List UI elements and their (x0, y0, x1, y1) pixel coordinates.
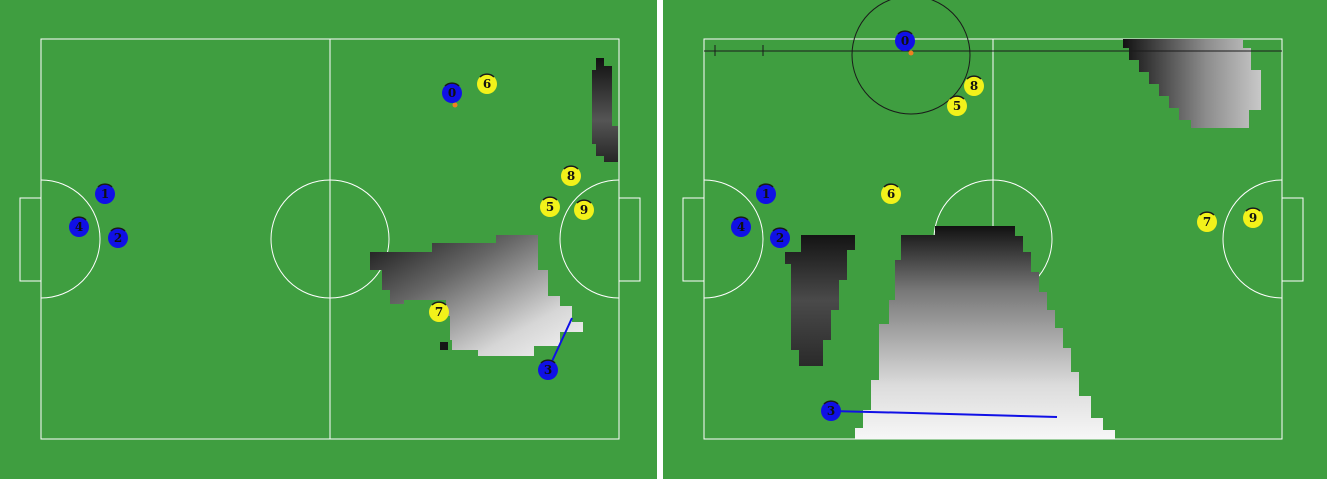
blue-robot-1[interactable]: 1 (756, 184, 776, 204)
robot-id-label: 2 (776, 231, 784, 245)
robot-id-label: 8 (970, 79, 978, 93)
robot-id-label: 6 (887, 187, 895, 201)
blue-robot-3[interactable]: 3 (821, 401, 841, 421)
robot-id-label: 7 (435, 305, 443, 319)
yellow-robot-9[interactable]: 9 (574, 200, 594, 220)
blue-robot-4[interactable]: 4 (731, 217, 751, 237)
yellow-robot-8[interactable]: 8 (561, 166, 581, 186)
robot-id-label: 3 (827, 404, 835, 418)
robot-id-label: 9 (1249, 211, 1257, 225)
blue-robot-2[interactable]: 2 (770, 228, 790, 248)
blue-robot-0[interactable]: 0 (895, 31, 915, 51)
robot-id-label: 9 (580, 203, 588, 217)
robot-id-label: 2 (114, 231, 122, 245)
robot-id-label: 1 (101, 187, 109, 201)
yellow-robot-7[interactable]: 7 (1197, 212, 1217, 232)
yellow-robot-6[interactable]: 6 (477, 74, 497, 94)
robot-id-label: 1 (762, 187, 770, 201)
yellow-robot-9[interactable]: 9 (1243, 208, 1263, 228)
field-canvas-left[interactable]: 0 1 4 2 3 6 8 5 9 7 (0, 0, 657, 479)
robot-id-label: 4 (75, 220, 83, 234)
robot-id-label: 6 (483, 77, 491, 91)
yellow-robot-5[interactable]: 5 (947, 96, 967, 116)
yellow-robot-8[interactable]: 8 (964, 76, 984, 96)
robot-id-label: 4 (737, 220, 745, 234)
blue-robot-0[interactable]: 0 (442, 83, 462, 103)
blue-robot-2[interactable]: 2 (108, 228, 128, 248)
overlay-fragment (440, 342, 448, 350)
field-surface (0, 0, 657, 479)
robot-id-label: 3 (544, 363, 552, 377)
robot-id-label: 0 (448, 86, 456, 100)
yellow-robot-7[interactable]: 7 (429, 302, 449, 322)
robot-id-label: 7 (1203, 215, 1211, 229)
blue-robot-1[interactable]: 1 (95, 184, 115, 204)
robot-id-label: 8 (567, 169, 575, 183)
field-view-left[interactable]: 0 1 4 2 3 6 8 5 9 7 (0, 0, 657, 479)
ball[interactable] (453, 103, 458, 108)
yellow-robot-5[interactable]: 5 (540, 197, 560, 217)
ball[interactable] (909, 51, 914, 56)
blue-robot-3[interactable]: 3 (538, 360, 558, 380)
robot-id-label: 5 (546, 200, 554, 214)
robot-id-label: 5 (953, 99, 961, 113)
blue-robot-4[interactable]: 4 (69, 217, 89, 237)
field-canvas-right[interactable]: 0 1 4 2 3 85 6 7 9 (663, 0, 1327, 479)
robot-id-label: 0 (901, 34, 909, 48)
yellow-robot-6[interactable]: 6 (881, 184, 901, 204)
